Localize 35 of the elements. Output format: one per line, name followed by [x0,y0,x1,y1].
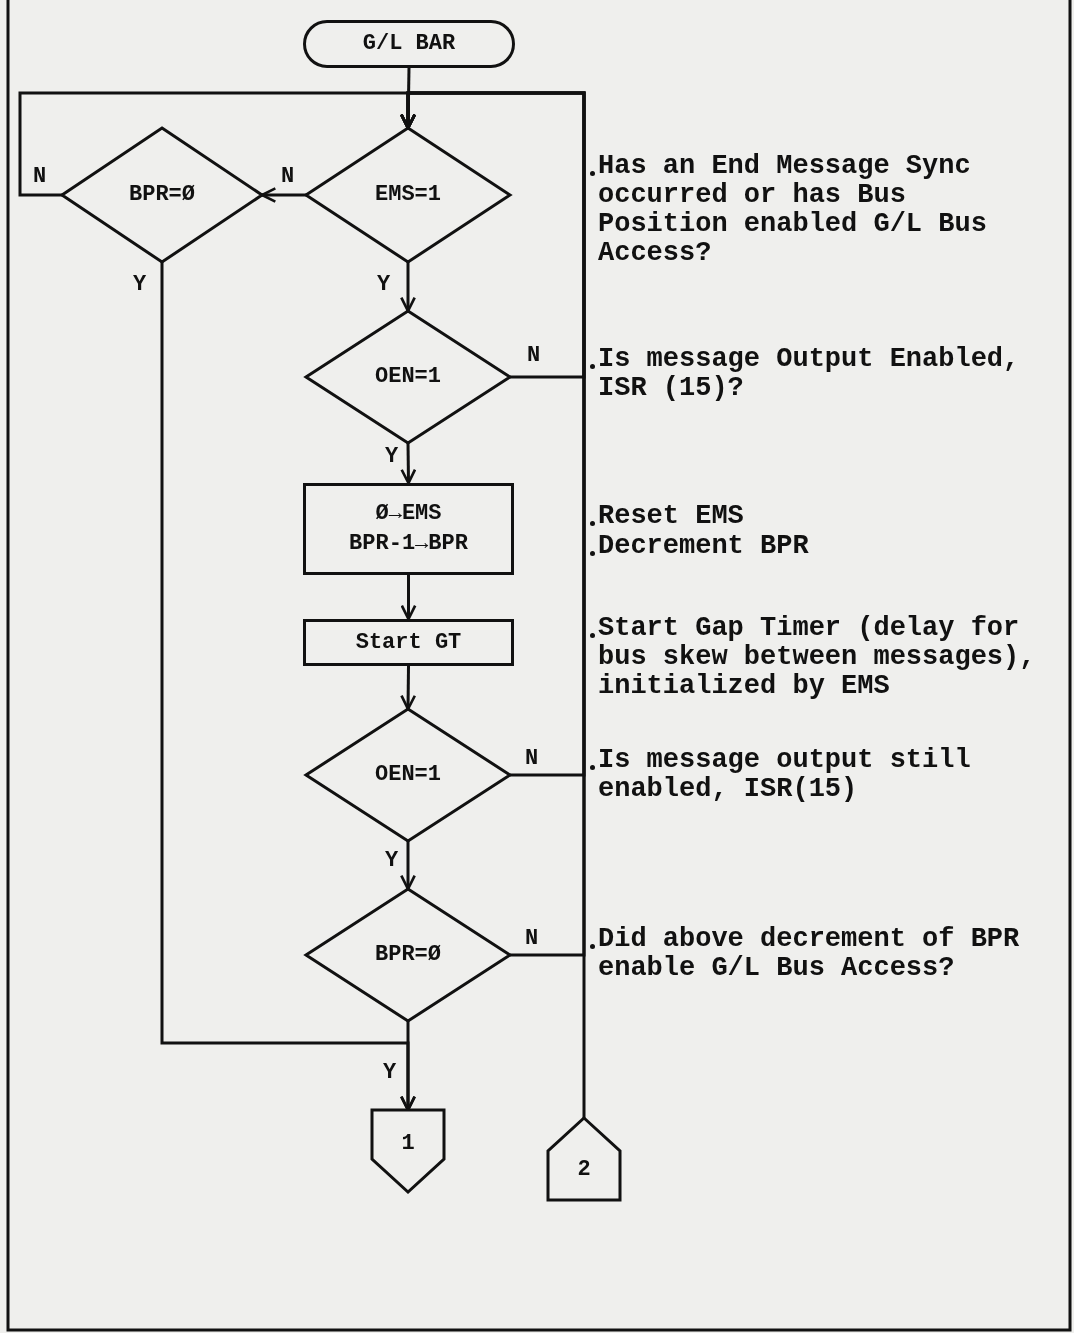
node-label: Ø→EMS BPR-1→BPR [348,500,469,558]
node-label: BPR=Ø [375,941,441,969]
flow-arrow [260,187,306,203]
decision-diamond [306,311,510,443]
annotation-text: Decrement BPR [598,532,810,561]
process-box [303,483,514,575]
flow-arrow [400,91,586,1118]
decision-diamond [306,709,510,841]
decision-diamond [306,889,510,1021]
annotation-text: Start Gap Timer (delay for bus skew between messages), initialized by EMS [598,614,1037,701]
node-label: Start GT [355,628,462,657]
flow-arrow [400,442,417,485]
node-label: 2 [577,1156,591,1184]
flow-arrow [400,262,416,313]
annotation-text: Reset EMS [598,502,745,531]
annotation-text: Did above decrement of BPR enable G/L Bus Access? [598,925,1021,983]
node-label: OEN=1 [375,363,441,391]
node-label: OEN=1 [375,761,441,789]
offpage-connector [372,1110,444,1192]
decision-diamond [306,128,510,262]
terminal-box [303,20,515,68]
flow-arrow [400,841,416,891]
flow-arrow [400,575,417,621]
flow-arrow [160,262,416,1112]
annotation-text: Is message Output Enabled, ISR (15)? [598,345,1021,403]
offpage-connector [548,1118,620,1200]
decision-diamond [62,128,262,262]
process-box [303,619,514,666]
annotation-text: Has an End Message Sync occurred or has Bus Position enabled G/L Bus Access? [598,152,988,268]
node-label: BPR=Ø [129,181,195,209]
node-label: 1 [401,1130,415,1158]
annotation-text: Is message output still enabled, ISR(15) [598,746,972,804]
flow-arrow [400,666,417,711]
node-label: G/L BAR [362,30,456,58]
node-label: EMS=1 [375,181,441,209]
